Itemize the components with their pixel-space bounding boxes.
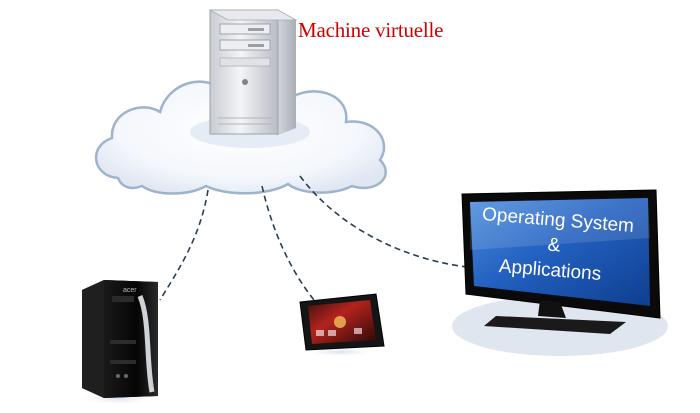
connector-tablet [261,185,315,301]
network-connections [159,175,477,301]
vm-label: Machine virtuelle [298,18,444,42]
server-icon [208,9,298,136]
tower-brand-text: acer [123,287,137,294]
tablet-icon [299,293,385,357]
monitor-icon [452,189,668,356]
desktop-tower-icon: acer [74,280,162,406]
monitor-screen [470,198,650,306]
connector-desktop [159,189,209,301]
connector-monitor [299,175,477,269]
